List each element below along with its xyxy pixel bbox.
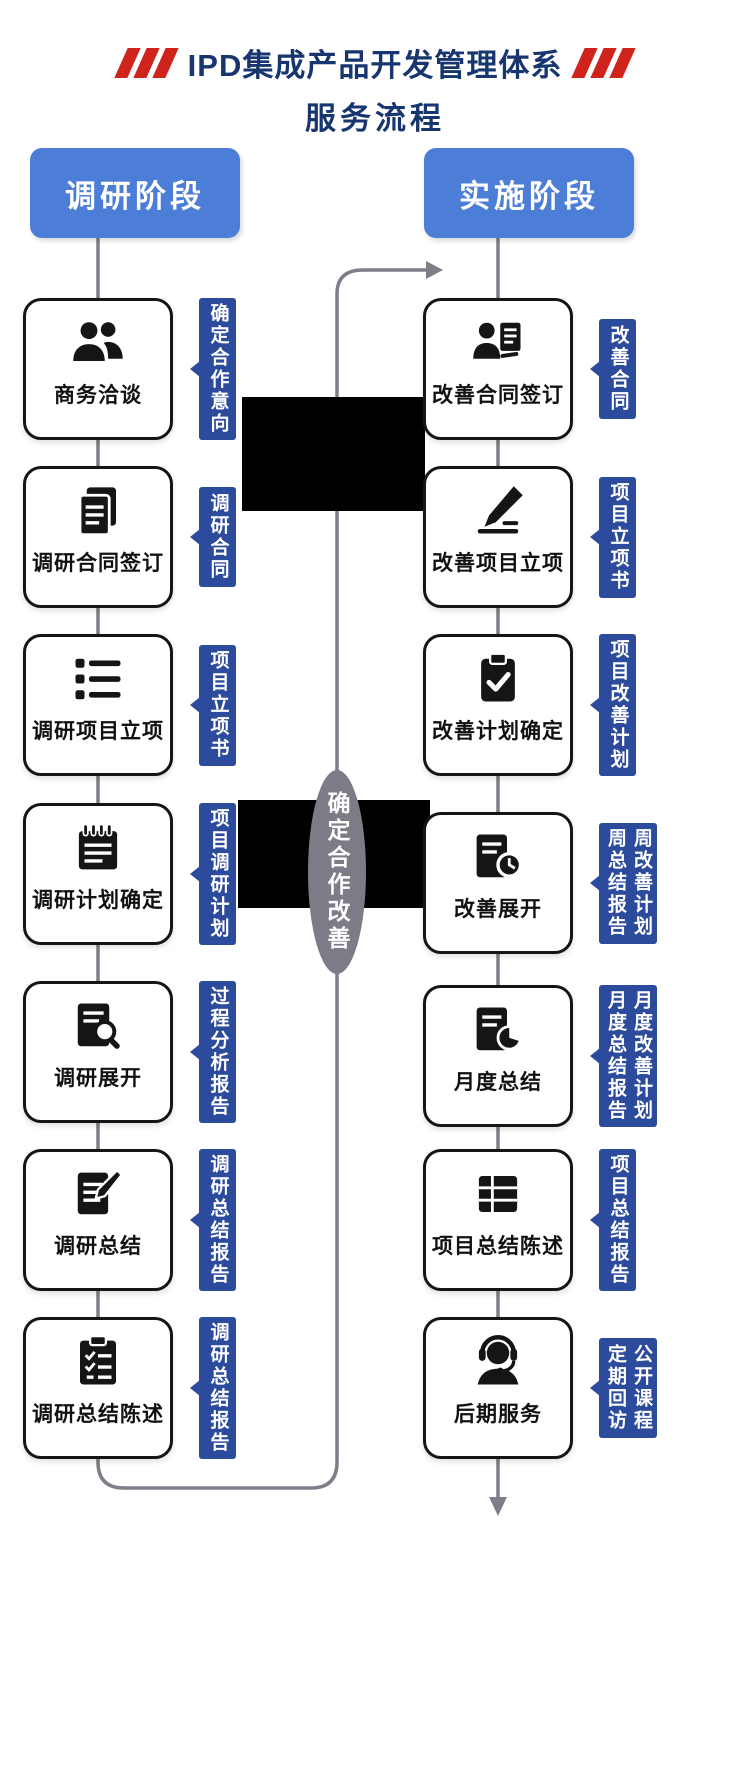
- tag-label: 项目立项书: [607, 482, 629, 592]
- output-tag: 项目立项书: [190, 644, 236, 766]
- step-label: 月度总结: [454, 1071, 542, 1094]
- output-tag: 公开课程 定期回访: [590, 1338, 657, 1438]
- tag-pointer-icon: [590, 1212, 600, 1228]
- flow-step: 调研合同签订: [23, 466, 173, 608]
- center-decision-label: 确定合作改善: [324, 791, 350, 953]
- step-label: 商务洽谈: [54, 384, 142, 407]
- flow-step: 改善计划确定: [423, 634, 573, 776]
- tag-label: 改善合同: [607, 325, 629, 413]
- flow-step: 改善项目立项: [423, 466, 573, 608]
- flow-step: 商务洽谈: [23, 298, 173, 440]
- tag-pointer-icon: [190, 1212, 200, 1228]
- output-tag: 项目立项书: [590, 476, 636, 598]
- right-arrowhead-icon: [426, 261, 443, 279]
- flow-step: 项目总结陈述: [423, 1149, 573, 1291]
- flow-step: 月度总结: [423, 985, 573, 1127]
- output-tag: 调研合同: [190, 487, 236, 587]
- tag-pointer-icon: [190, 1380, 200, 1396]
- output-tag: 调研总结报告: [190, 1149, 236, 1291]
- output-tag: 改善合同: [590, 319, 636, 419]
- step-label: 调研展开: [54, 1067, 142, 1090]
- tag-pointer-icon: [190, 697, 200, 713]
- output-tag: 周改善计划 周总结报告: [590, 822, 657, 944]
- tag-label: 项目立项书: [207, 650, 229, 760]
- subtitle-text: 服务流程: [305, 101, 445, 136]
- step-label: 调研总结陈述: [32, 1403, 164, 1426]
- pen-icon: [471, 484, 525, 538]
- tag-label: 调研总结报告: [207, 1154, 229, 1286]
- tag-label: 周改善计划 周总结报告: [605, 828, 652, 938]
- step-label: 改善项目立项: [432, 552, 564, 575]
- tag-pointer-icon: [190, 529, 200, 545]
- tag-label: 项目改善计划: [607, 639, 629, 771]
- doc-clock-icon: [471, 830, 525, 884]
- output-tag: 项目改善计划: [590, 634, 636, 776]
- step-label: 调研项目立项: [32, 720, 164, 743]
- step-label: 改善计划确定: [432, 720, 564, 743]
- tag-label: 项目调研计划: [207, 808, 229, 940]
- flow-step: 调研项目立项: [23, 634, 173, 776]
- phase-header-implement: 实施阶段: [424, 148, 634, 238]
- headset-icon: [471, 1335, 525, 1389]
- tag-pointer-icon: [590, 875, 600, 891]
- tag-pointer-icon: [590, 1380, 600, 1396]
- tag-label: 调研合同: [207, 493, 229, 581]
- flow-step: 改善展开: [423, 812, 573, 954]
- tag-pointer-icon: [590, 697, 600, 713]
- tag-pointer-icon: [190, 361, 200, 377]
- output-tag: 过程分析报告: [190, 981, 236, 1123]
- output-tag: 确定合作意向: [190, 298, 236, 440]
- output-tag: 项目调研计划: [190, 803, 236, 945]
- flow-step: 后期服务: [423, 1317, 573, 1459]
- flow-step: 调研总结陈述: [23, 1317, 173, 1459]
- search-doc-icon: [71, 999, 125, 1053]
- clipboard-check-icon: [471, 652, 525, 706]
- flow-step: 调研总结: [23, 1149, 173, 1291]
- output-tag: 调研总结报告: [190, 1317, 236, 1459]
- tag-label: 过程分析报告: [207, 986, 229, 1118]
- output-tag: 项目总结报告: [590, 1149, 636, 1291]
- tag-pointer-icon: [190, 1044, 200, 1060]
- tag-label: 确定合作意向: [207, 303, 229, 435]
- edit-doc-icon: [71, 1167, 125, 1221]
- step-label: 改善展开: [454, 898, 542, 921]
- list-icon: [71, 652, 125, 706]
- flow-step: 改善合同签订: [423, 298, 573, 440]
- title-decoration-left: [113, 47, 179, 78]
- doc-pie-icon: [471, 1003, 525, 1057]
- step-label: 后期服务: [454, 1403, 542, 1426]
- step-label: 调研总结: [54, 1235, 142, 1258]
- connector-bar-top: [242, 397, 425, 511]
- notebook-icon: [71, 821, 125, 875]
- tag-pointer-icon: [590, 361, 600, 377]
- documents-icon: [71, 484, 125, 538]
- people-icon: [71, 316, 125, 370]
- flow-step: 调研展开: [23, 981, 173, 1123]
- title-decoration-right: [571, 47, 637, 78]
- tag-pointer-icon: [590, 1048, 600, 1064]
- table-icon: [471, 1167, 525, 1221]
- step-label: 项目总结陈述: [432, 1235, 564, 1258]
- tag-label: 项目总结报告: [607, 1154, 629, 1286]
- step-label: 调研合同签订: [32, 552, 164, 575]
- page-title: IPD集成产品开发管理体系 服务流程: [0, 40, 750, 138]
- clipboard-list-icon: [71, 1335, 125, 1389]
- tag-label: 调研总结报告: [207, 1322, 229, 1454]
- phase-header-research: 调研阶段: [30, 148, 240, 238]
- tag-label: 月度改善计划 月度总结报告: [605, 990, 652, 1122]
- tag-pointer-icon: [590, 529, 600, 545]
- center-decision: 确定合作改善: [308, 770, 366, 974]
- title-text: IPD集成产品开发管理体系: [187, 48, 563, 83]
- step-label: 调研计划确定: [32, 889, 164, 912]
- flow-step: 调研计划确定: [23, 803, 173, 945]
- tag-label: 公开课程 定期回访: [605, 1344, 652, 1432]
- tag-pointer-icon: [190, 866, 200, 882]
- output-tag: 月度改善计划 月度总结报告: [590, 985, 657, 1127]
- down-arrowhead-icon: [489, 1497, 507, 1516]
- step-label: 改善合同签订: [432, 384, 564, 407]
- person-sign-icon: [471, 316, 525, 370]
